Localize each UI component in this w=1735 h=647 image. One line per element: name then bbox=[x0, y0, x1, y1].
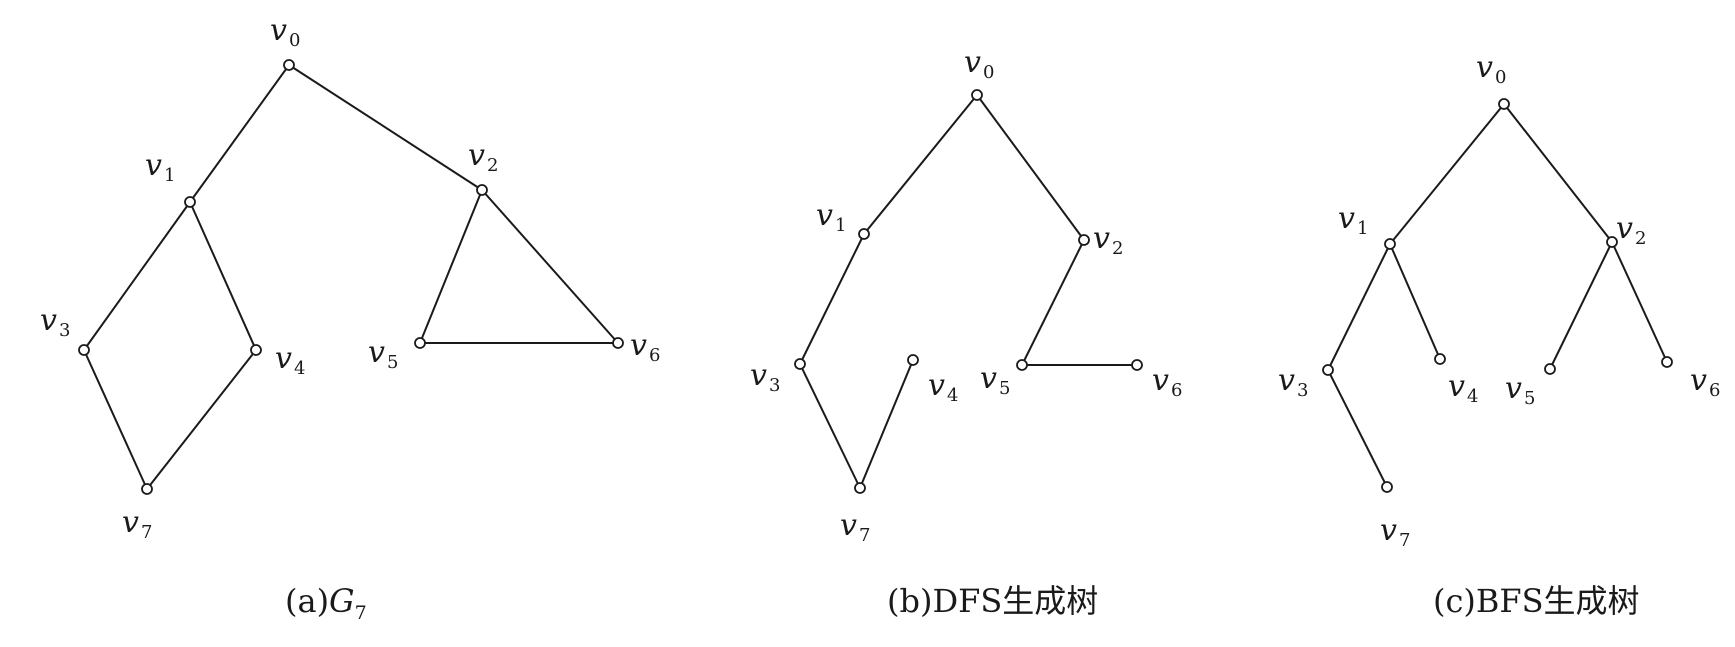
node-v7 bbox=[141, 483, 153, 495]
edge-v4-v7 bbox=[146, 349, 257, 490]
node-v6 bbox=[1661, 356, 1673, 368]
node-v4 bbox=[250, 344, 262, 356]
edge-v1-v4 bbox=[189, 201, 257, 351]
node-v3 bbox=[794, 358, 806, 370]
edge-v2-v5 bbox=[1021, 239, 1085, 366]
caption-dfs: (b)DFS生成树 bbox=[887, 582, 1098, 620]
edge-v3-v7 bbox=[799, 363, 861, 489]
edge-v0-v2 bbox=[1503, 103, 1613, 243]
node-v1 bbox=[184, 196, 196, 208]
edge-v3-v7 bbox=[83, 349, 148, 490]
node-v2 bbox=[1078, 234, 1090, 246]
edge-v0-v1 bbox=[189, 64, 290, 203]
edge-v7-v4 bbox=[859, 359, 914, 489]
edge-v1-v3 bbox=[799, 233, 865, 365]
node-v6 bbox=[612, 337, 624, 349]
node-v4 bbox=[907, 354, 919, 366]
node-v2 bbox=[476, 184, 488, 196]
edge-v0-v2 bbox=[976, 94, 1085, 241]
node-v5 bbox=[1016, 359, 1028, 371]
node-v5 bbox=[414, 337, 426, 349]
edge-v1-v3 bbox=[83, 201, 191, 351]
caption-bfs: (c)BFS生成树 bbox=[1433, 582, 1640, 620]
node-v4 bbox=[1434, 353, 1446, 365]
node-v7 bbox=[1381, 481, 1393, 493]
edge-v0-v1 bbox=[1389, 103, 1505, 245]
edge-v2-v6 bbox=[1611, 241, 1668, 363]
edge-v1-v4 bbox=[1389, 243, 1441, 360]
caption-g7: (a)G7 bbox=[285, 582, 367, 624]
node-v3 bbox=[1322, 364, 1334, 376]
edge-v2-v5 bbox=[1549, 241, 1613, 370]
node-v7 bbox=[854, 482, 866, 494]
node-v0 bbox=[971, 89, 983, 101]
edge-v2-v5 bbox=[419, 189, 483, 344]
edge-v2-v6 bbox=[481, 189, 619, 344]
edge-v3-v7 bbox=[1327, 369, 1388, 488]
node-v1 bbox=[1384, 238, 1396, 250]
edge-v0-v1 bbox=[863, 94, 978, 235]
node-v0 bbox=[1498, 98, 1510, 110]
node-v1 bbox=[858, 228, 870, 240]
node-v0 bbox=[283, 59, 295, 71]
edge-v0-v2 bbox=[288, 64, 483, 191]
node-v3 bbox=[78, 344, 90, 356]
node-v6 bbox=[1131, 359, 1143, 371]
edge-v1-v3 bbox=[1327, 243, 1391, 371]
node-v2 bbox=[1606, 236, 1618, 248]
node-v5 bbox=[1544, 363, 1556, 375]
